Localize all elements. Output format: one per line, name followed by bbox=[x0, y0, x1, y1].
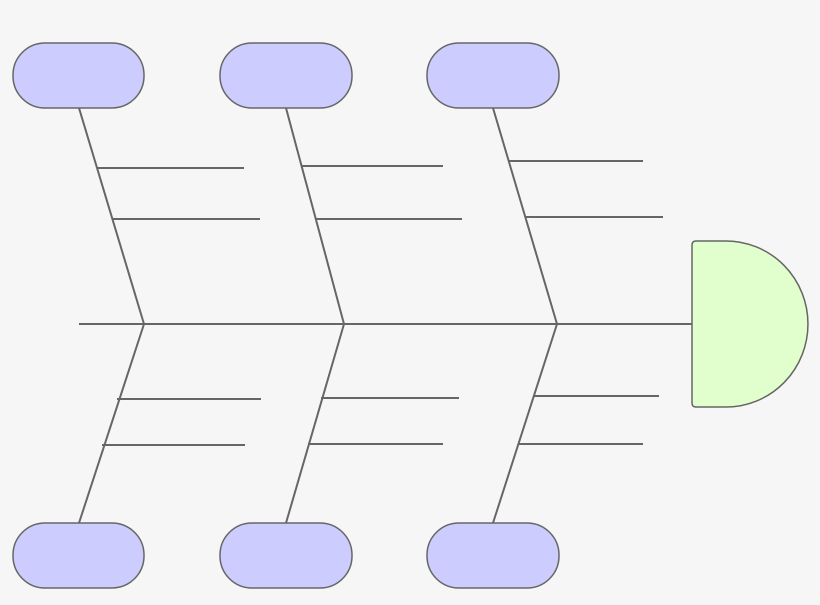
category-box-top-1[interactable] bbox=[12, 42, 145, 109]
bone-bottom-3 bbox=[492, 323, 558, 524]
bone-bottom-1 bbox=[78, 323, 145, 524]
category-box-bottom-2[interactable] bbox=[219, 522, 353, 589]
category-box-bottom-3[interactable] bbox=[426, 522, 560, 589]
bone-top-3 bbox=[492, 107, 558, 325]
category-box-top-2[interactable] bbox=[219, 42, 353, 109]
bone-bottom-2 bbox=[285, 323, 345, 524]
bone-top-1 bbox=[78, 107, 145, 325]
category-box-bottom-1[interactable] bbox=[12, 522, 145, 589]
category-box-top-3[interactable] bbox=[426, 42, 560, 109]
effect-head[interactable] bbox=[691, 240, 809, 408]
bone-top-2 bbox=[285, 107, 345, 325]
